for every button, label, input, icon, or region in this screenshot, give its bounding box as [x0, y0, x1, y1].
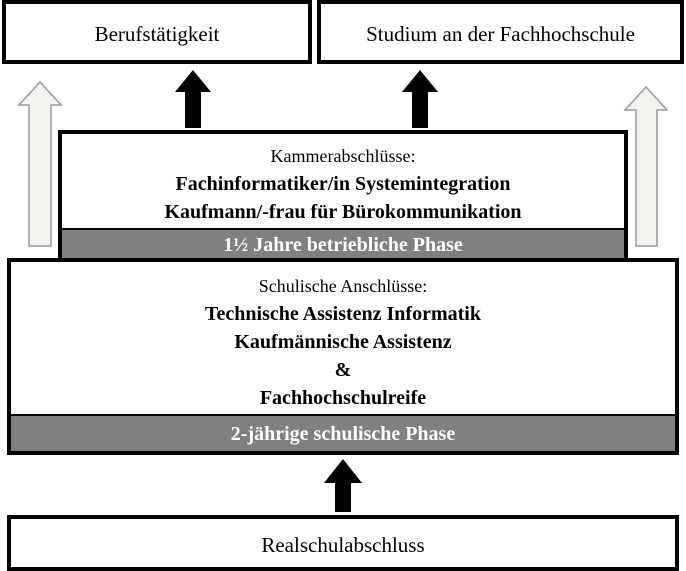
school-qualifications-box: Schulische Anschlüsse: Technische Assist… [7, 258, 679, 455]
school-phase-band: 2-jährige schulische Phase [11, 414, 675, 451]
arrow-up-icon [402, 70, 438, 128]
secondary-school-box: Realschulabschluss [7, 515, 679, 571]
arrow-up-outline-icon [623, 85, 669, 247]
career-label: Berufstätigkeit [94, 22, 220, 46]
arrow-up-outline-icon [17, 80, 63, 247]
chamber-heading: Kammerabschlüsse: [270, 146, 416, 166]
school-line-1: Technische Assistenz Informatik [205, 303, 481, 325]
chamber-line-2: Kaufmann/-frau für Bürokommunikation [164, 201, 522, 223]
company-phase-band: 1½ Jahre betriebliche Phase [62, 228, 624, 260]
chamber-line-1: Fachinformatiker/in Systemintegration [175, 173, 511, 195]
university-label: Studium an der Fachhochschule [366, 22, 635, 46]
university-box: Studium an der Fachhochschule [317, 0, 684, 64]
school-heading: Schulische Anschlüsse: [258, 276, 428, 296]
arrow-up-icon [175, 70, 211, 128]
secondary-school-label: Realschulabschluss [261, 533, 425, 557]
chamber-qualifications-box: Kammerabschlüsse: Fachinformatiker/in Sy… [58, 130, 628, 260]
school-line-3: & [334, 359, 352, 381]
school-line-2: Kaufmännische Assistenz [234, 331, 452, 353]
career-box: Berufstätigkeit [2, 0, 312, 64]
arrow-up-icon [324, 459, 362, 512]
school-line-4: Fachhochschulreife [259, 387, 427, 409]
